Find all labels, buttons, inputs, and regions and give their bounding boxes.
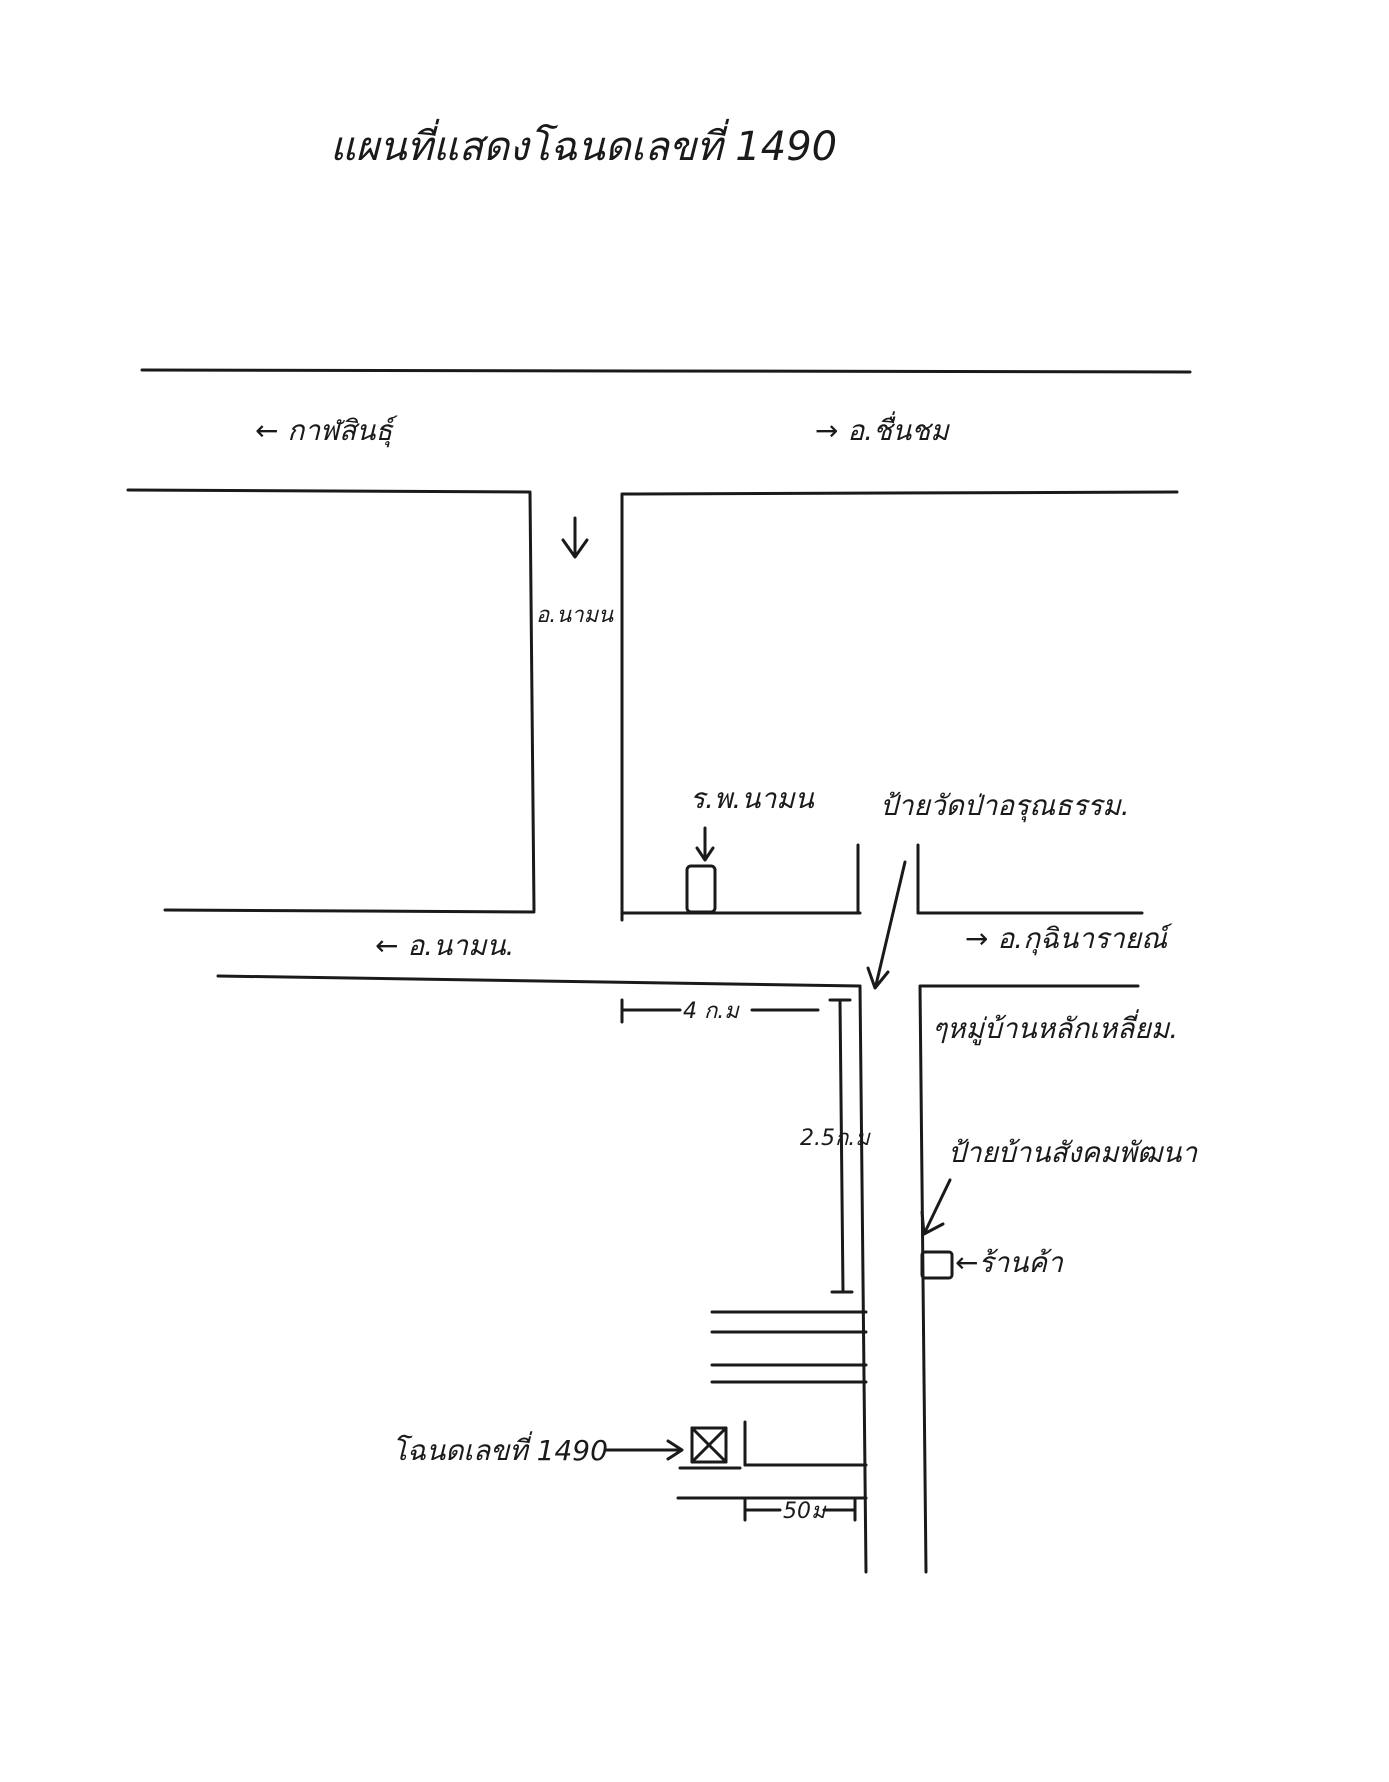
hospital-marker (685, 864, 717, 914)
label-na-mon-road: ← อ.นามน. (375, 929, 514, 962)
hospital-arrow-head (695, 846, 715, 862)
south-road-right-edge (918, 984, 1140, 1574)
down-arrow-head (561, 538, 589, 559)
right-block-outline (620, 490, 1179, 922)
label-chiang-yuen: → อ.ชื่นชม (815, 411, 950, 447)
community-arrow-shaft (923, 1178, 952, 1234)
temple-arrow-shaft (874, 860, 907, 987)
temple-arrow-head (866, 966, 890, 990)
community-arrow-head (920, 1210, 945, 1236)
label-hospital: ร.พ.นามน (690, 782, 815, 815)
label-dist-bottom: 50ม (783, 1499, 827, 1524)
label-temple-sign: ป้ายวัดป่าอรุณธรรม. (880, 789, 1130, 823)
label-community-sign: ป้ายบ้านสังคมพัฒนา (948, 1136, 1198, 1169)
label-deed: โฉนดเลขที่ 1490 (392, 1431, 608, 1467)
deed-arrow-head (666, 1439, 684, 1461)
south-road-left-edge (858, 984, 868, 1574)
map-title: แผนที่แสดงโฉนดเลขที่ 1490 (330, 118, 837, 170)
label-kuchinarai: → อ.กุฉินารายณ์ (965, 922, 1173, 956)
label-kalasin: ← กาฬสินธุ์ (255, 414, 398, 448)
shop-marker (920, 1250, 954, 1280)
top-road-line (140, 368, 1192, 374)
label-dist-side: 2.5ก.ม (800, 1126, 871, 1151)
deed-marker (690, 1426, 728, 1464)
dist-side-line (838, 998, 845, 1294)
label-dist-top: 4 ก.ม (683, 999, 740, 1024)
label-na-mon-vertical: อ.นามน (536, 603, 614, 628)
left-block-outline (126, 488, 536, 912)
lower-road-edge (216, 974, 862, 988)
left-block-bottom (163, 908, 536, 914)
deed-marker-cross-b (690, 1426, 728, 1464)
label-shop: ←ร้านค้า (955, 1246, 1064, 1279)
label-village: ๆหมู่บ้านหลักเหลี่ยม. (932, 1009, 1178, 1046)
